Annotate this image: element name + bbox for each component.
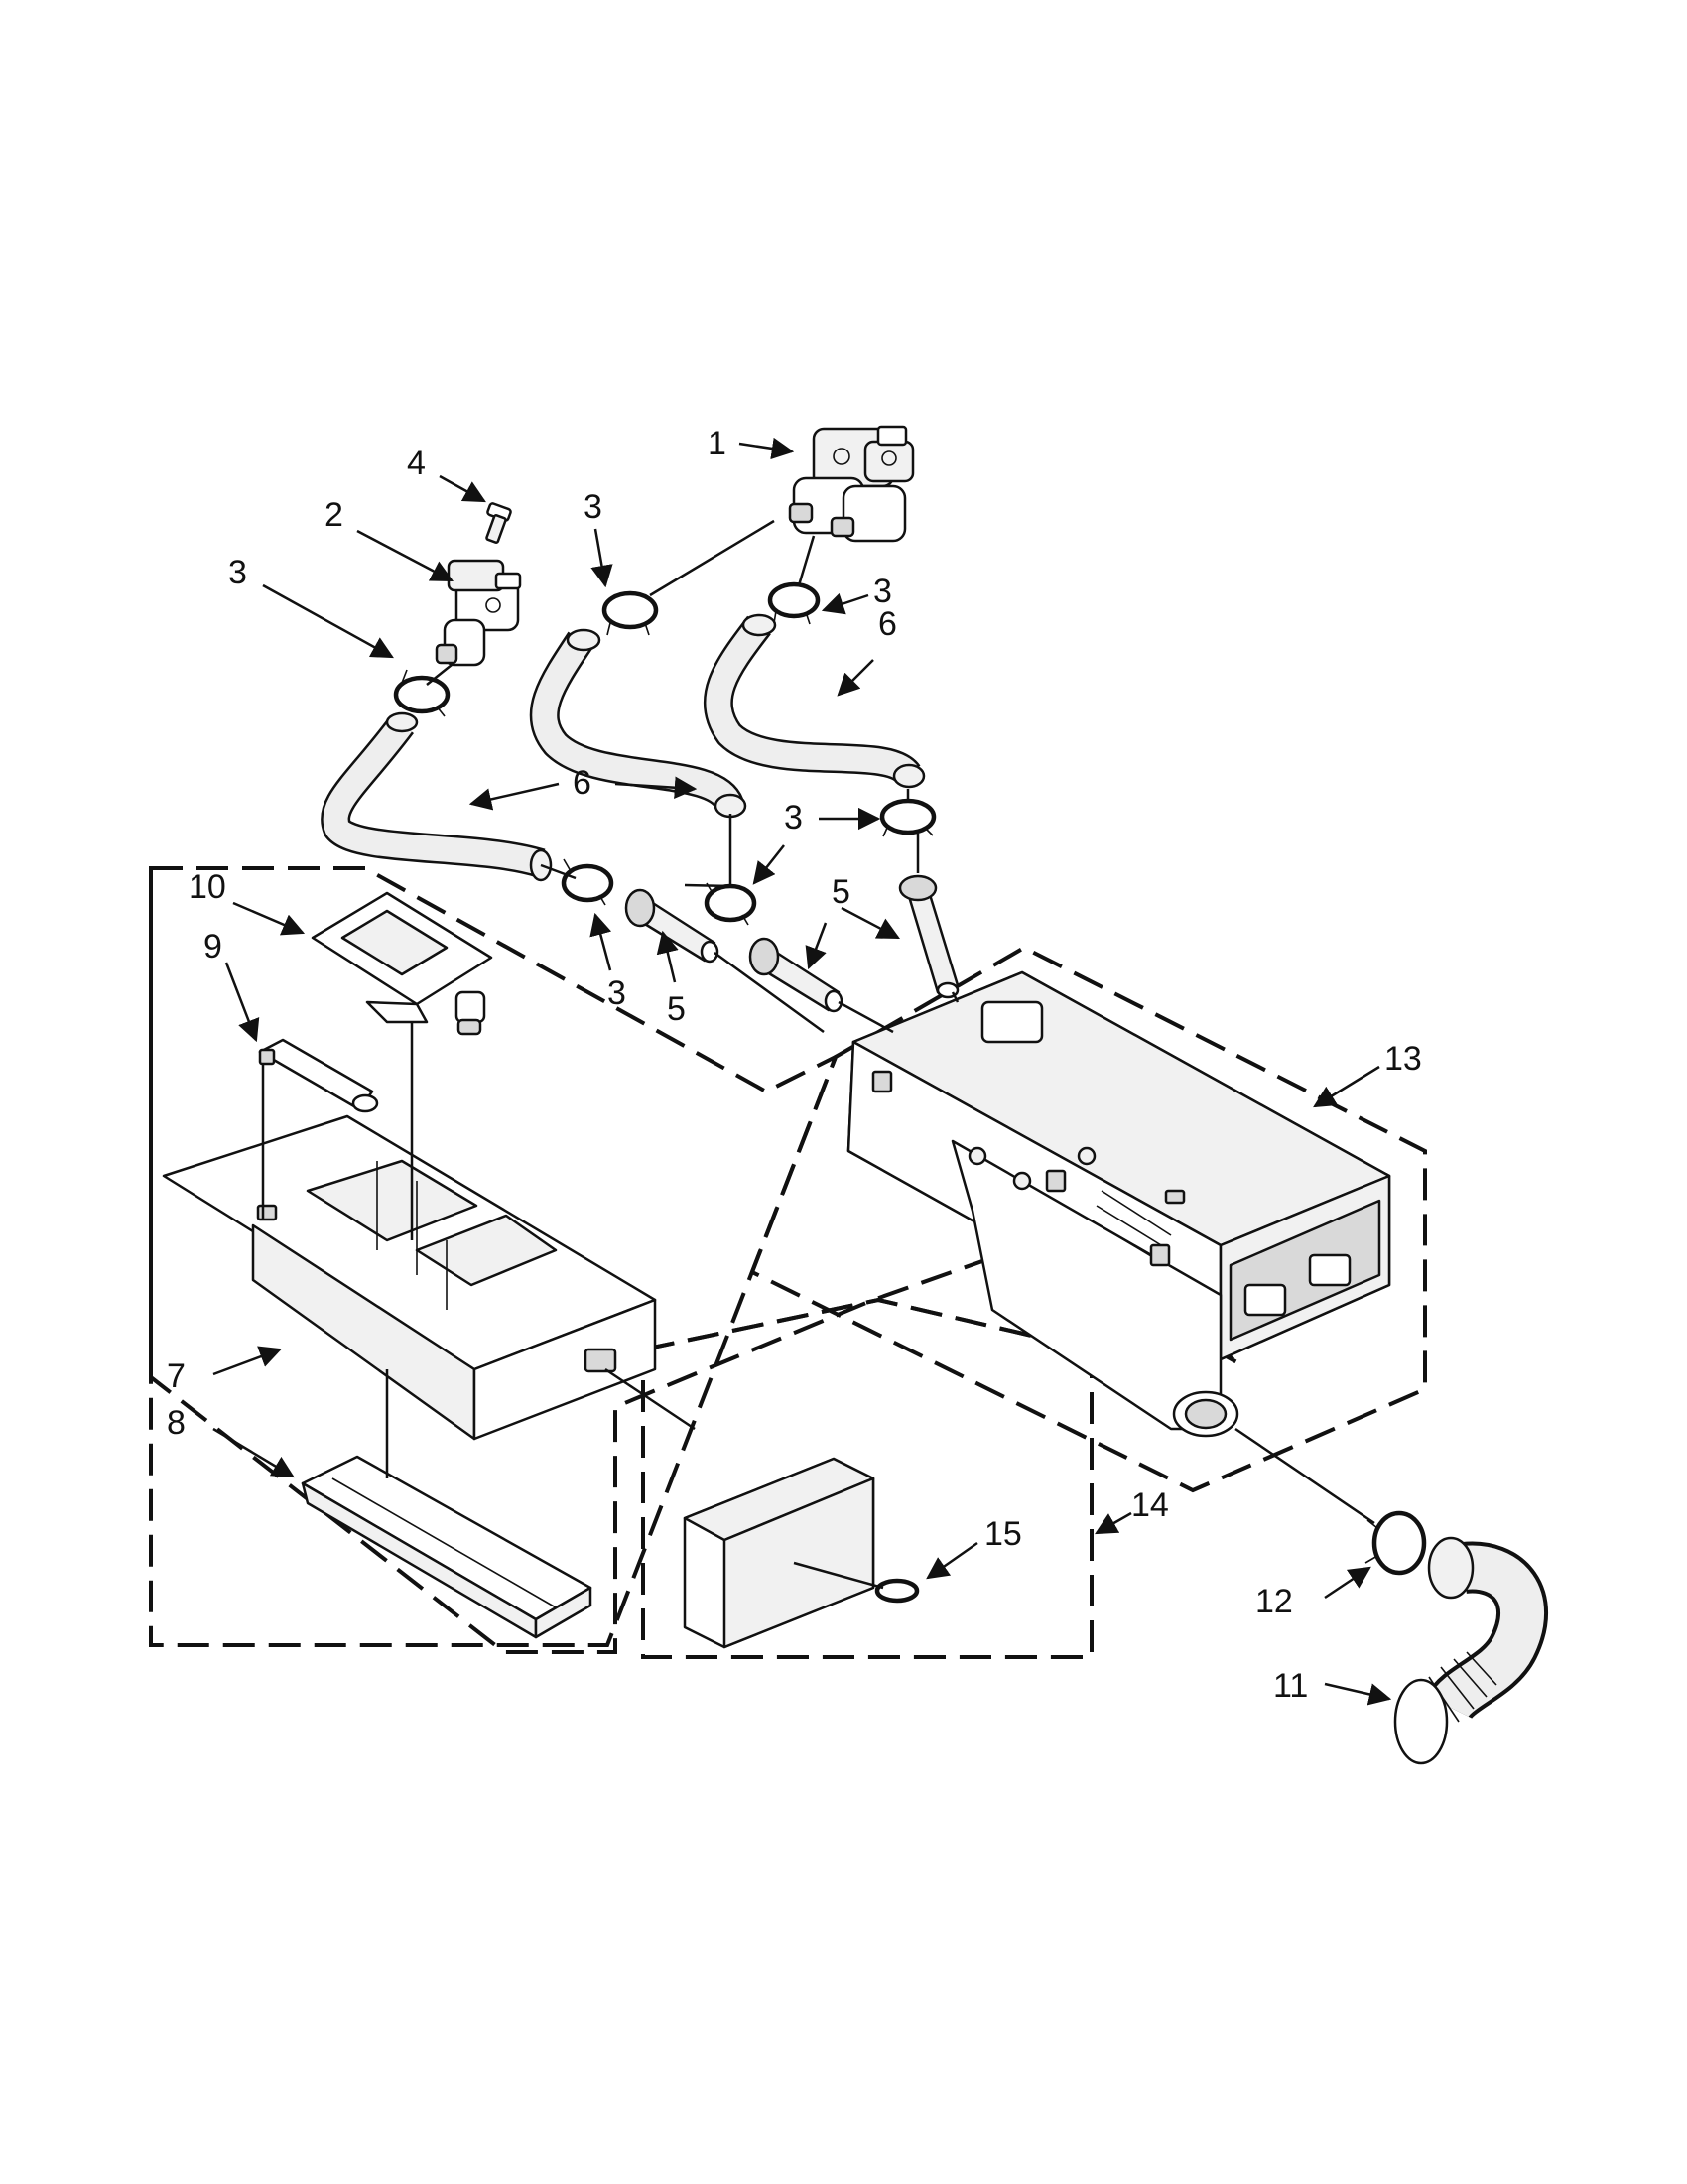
leader-4 xyxy=(439,474,486,503)
leader-11 xyxy=(1324,1682,1392,1706)
hose-clamp-e xyxy=(704,882,757,926)
leader-12 xyxy=(1324,1566,1371,1600)
callout-2: 2 xyxy=(324,496,343,534)
explode-line xyxy=(1234,1427,1375,1525)
leader-3c xyxy=(821,592,869,615)
water-hose-left xyxy=(321,711,553,882)
callout-3b: 3 xyxy=(584,488,602,526)
explode-line xyxy=(540,863,577,880)
callout-4: 4 xyxy=(407,445,426,482)
callout-7: 7 xyxy=(167,1357,186,1395)
leader-2 xyxy=(356,529,454,582)
explode-line xyxy=(793,1561,884,1590)
leader-15 xyxy=(926,1541,978,1580)
single-water-valve xyxy=(435,559,522,667)
hose-clamp-d xyxy=(561,858,614,906)
explode-line xyxy=(838,1000,894,1034)
explode-line xyxy=(604,1367,696,1431)
leader-3e xyxy=(752,844,785,885)
callout-3c: 3 xyxy=(873,573,892,610)
dispenser-cap xyxy=(683,1457,875,1649)
hose-clamp-f xyxy=(879,798,937,837)
callout-14: 14 xyxy=(1131,1486,1169,1524)
leader-5a xyxy=(841,906,900,940)
dispenser-drawer xyxy=(162,1114,657,1441)
dispenser-housing-group-box xyxy=(749,945,1427,1493)
explode-line xyxy=(951,991,960,1003)
explode-line xyxy=(714,951,825,1034)
leader-9 xyxy=(224,962,260,1043)
leader-5b xyxy=(805,922,828,970)
dispenser-drawer-group-box xyxy=(149,866,840,1647)
bellows-hose xyxy=(1393,1536,1548,1765)
leader-13 xyxy=(1313,1065,1380,1108)
callout-12: 12 xyxy=(1255,1583,1293,1620)
callout-8: 8 xyxy=(167,1404,186,1442)
leader-14 xyxy=(1095,1511,1132,1535)
leader-8 xyxy=(212,1427,295,1478)
callout-leaders xyxy=(212,437,1392,1706)
callout-6b: 6 xyxy=(573,764,591,802)
hose-connector-c xyxy=(898,874,960,999)
callout-6a: 6 xyxy=(878,605,897,643)
callout-15: 15 xyxy=(984,1515,1022,1553)
callout-3e: 3 xyxy=(607,974,626,1012)
leader-10 xyxy=(232,901,306,936)
explode-line xyxy=(797,535,816,586)
leader-6a xyxy=(837,659,874,697)
bellows-clamp xyxy=(1364,1510,1427,1576)
siphon-cap xyxy=(258,1038,379,1113)
mounting-screw xyxy=(485,502,512,544)
leader-1 xyxy=(738,437,795,460)
leader-5c xyxy=(656,930,679,983)
dispenser-housing xyxy=(846,970,1391,1438)
o-ring xyxy=(874,1578,920,1604)
explode-line xyxy=(684,883,731,888)
callout-1: 1 xyxy=(708,425,726,462)
callout-10: 10 xyxy=(189,868,226,906)
drawer-tray xyxy=(301,1455,592,1639)
leader-3a xyxy=(262,583,394,659)
callout-9: 9 xyxy=(203,928,222,965)
cap-group-inner-box xyxy=(641,1297,1094,1659)
callout-labels: 1 2 3 3 3 3 3 3 4 5 5 6 6 7 8 9 10 11 12… xyxy=(167,425,1422,1705)
leader-6b2 xyxy=(614,776,698,799)
hose-connector-a xyxy=(624,888,719,964)
callout-11: 11 xyxy=(1273,1667,1308,1705)
dispenser-cover xyxy=(311,891,493,1036)
leader-3b xyxy=(590,528,613,588)
callout-13: 13 xyxy=(1384,1040,1422,1078)
explode-line xyxy=(649,519,775,597)
callout-5b: 5 xyxy=(832,873,850,911)
hose-connector-b xyxy=(748,937,844,1013)
dual-water-valve xyxy=(788,425,915,543)
callout-5a: 5 xyxy=(667,990,686,1028)
callout-3a: 3 xyxy=(228,554,247,591)
water-hose-right xyxy=(703,613,926,789)
leader-7 xyxy=(212,1346,283,1376)
leader-6b1 xyxy=(468,782,560,811)
leader-3f xyxy=(589,912,612,971)
callout-3d: 3 xyxy=(784,799,803,836)
hose-clamp-a xyxy=(393,669,451,717)
hose-clamp-b xyxy=(601,590,659,636)
hose-clamp-c xyxy=(767,581,821,625)
explode-line xyxy=(426,664,453,686)
